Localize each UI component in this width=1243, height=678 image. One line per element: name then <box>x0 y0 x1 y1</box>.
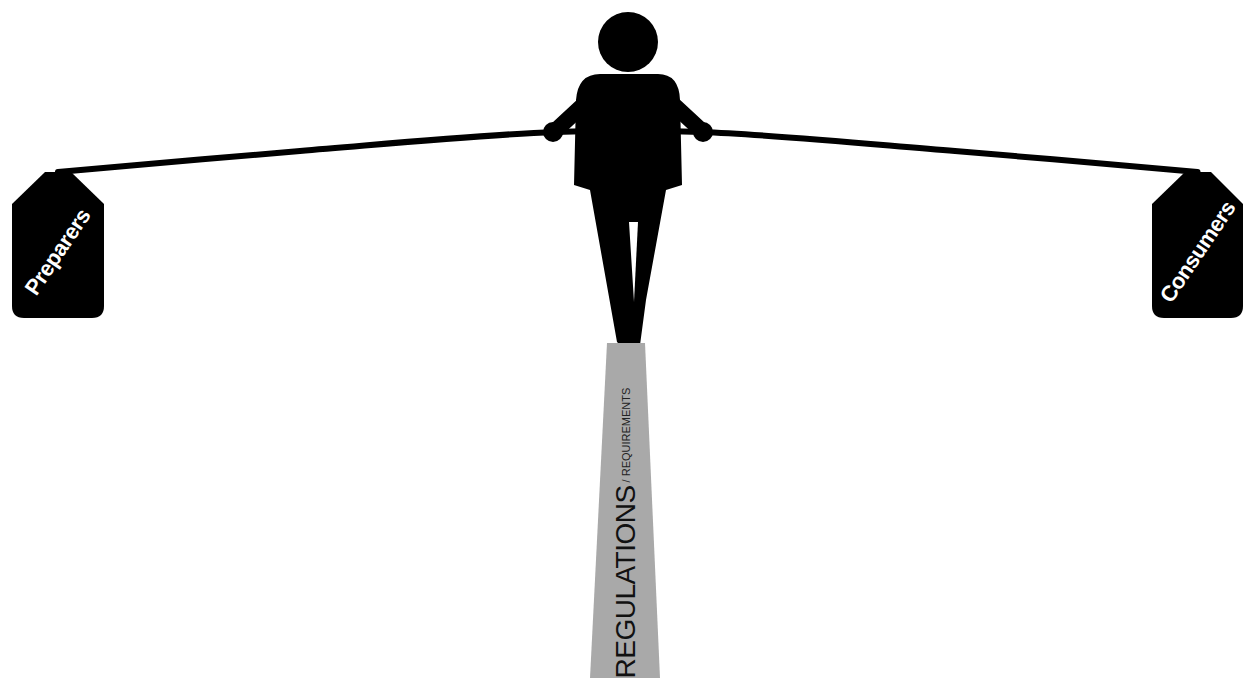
rope-label: REGULATIONS <box>611 485 639 678</box>
rope-band: REGULATIONS / REQUIREMENTS <box>588 343 662 678</box>
tag-fill <box>1152 172 1243 318</box>
walker-hand <box>693 122 713 142</box>
leg-gap <box>629 222 638 302</box>
weight-tag: Preparers <box>12 172 104 318</box>
rope-label: / REQUIREMENTS <box>620 387 631 482</box>
walker-body <box>574 74 682 349</box>
tag-fill <box>12 172 104 318</box>
band-text-row: REGULATIONS / REQUIREMENTS <box>588 343 662 678</box>
weight-tag: Consumers <box>1152 172 1243 318</box>
band-fill <box>590 343 660 678</box>
walker-head <box>598 12 658 72</box>
walker-hand <box>543 122 563 142</box>
